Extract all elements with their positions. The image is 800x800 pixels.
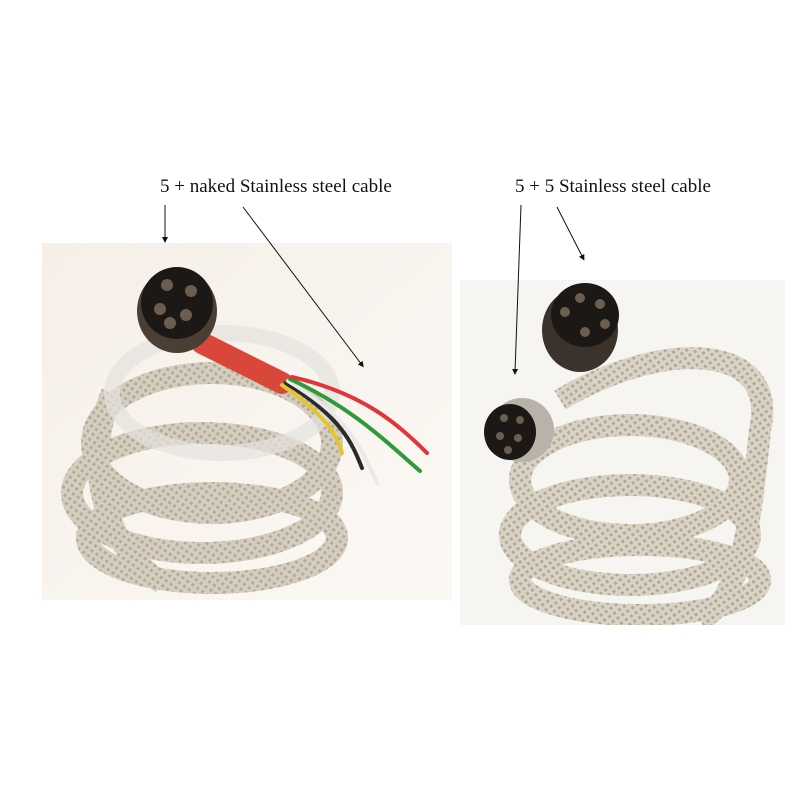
connector-upper [542,283,619,372]
arrow-right-upper-connector [556,206,585,261]
photo-left-naked-cable [42,243,452,600]
label-right: 5 + 5 Stainless steel cable [515,176,711,197]
arrow-left-wires [242,206,364,368]
connector-5pin [137,267,217,353]
label-left: 5 + naked Stainless steel cable [160,176,392,197]
arrow-right-lower-connector [512,204,522,375]
photo-right-dual-connector-cable [460,280,785,625]
connector-lower [484,398,554,462]
